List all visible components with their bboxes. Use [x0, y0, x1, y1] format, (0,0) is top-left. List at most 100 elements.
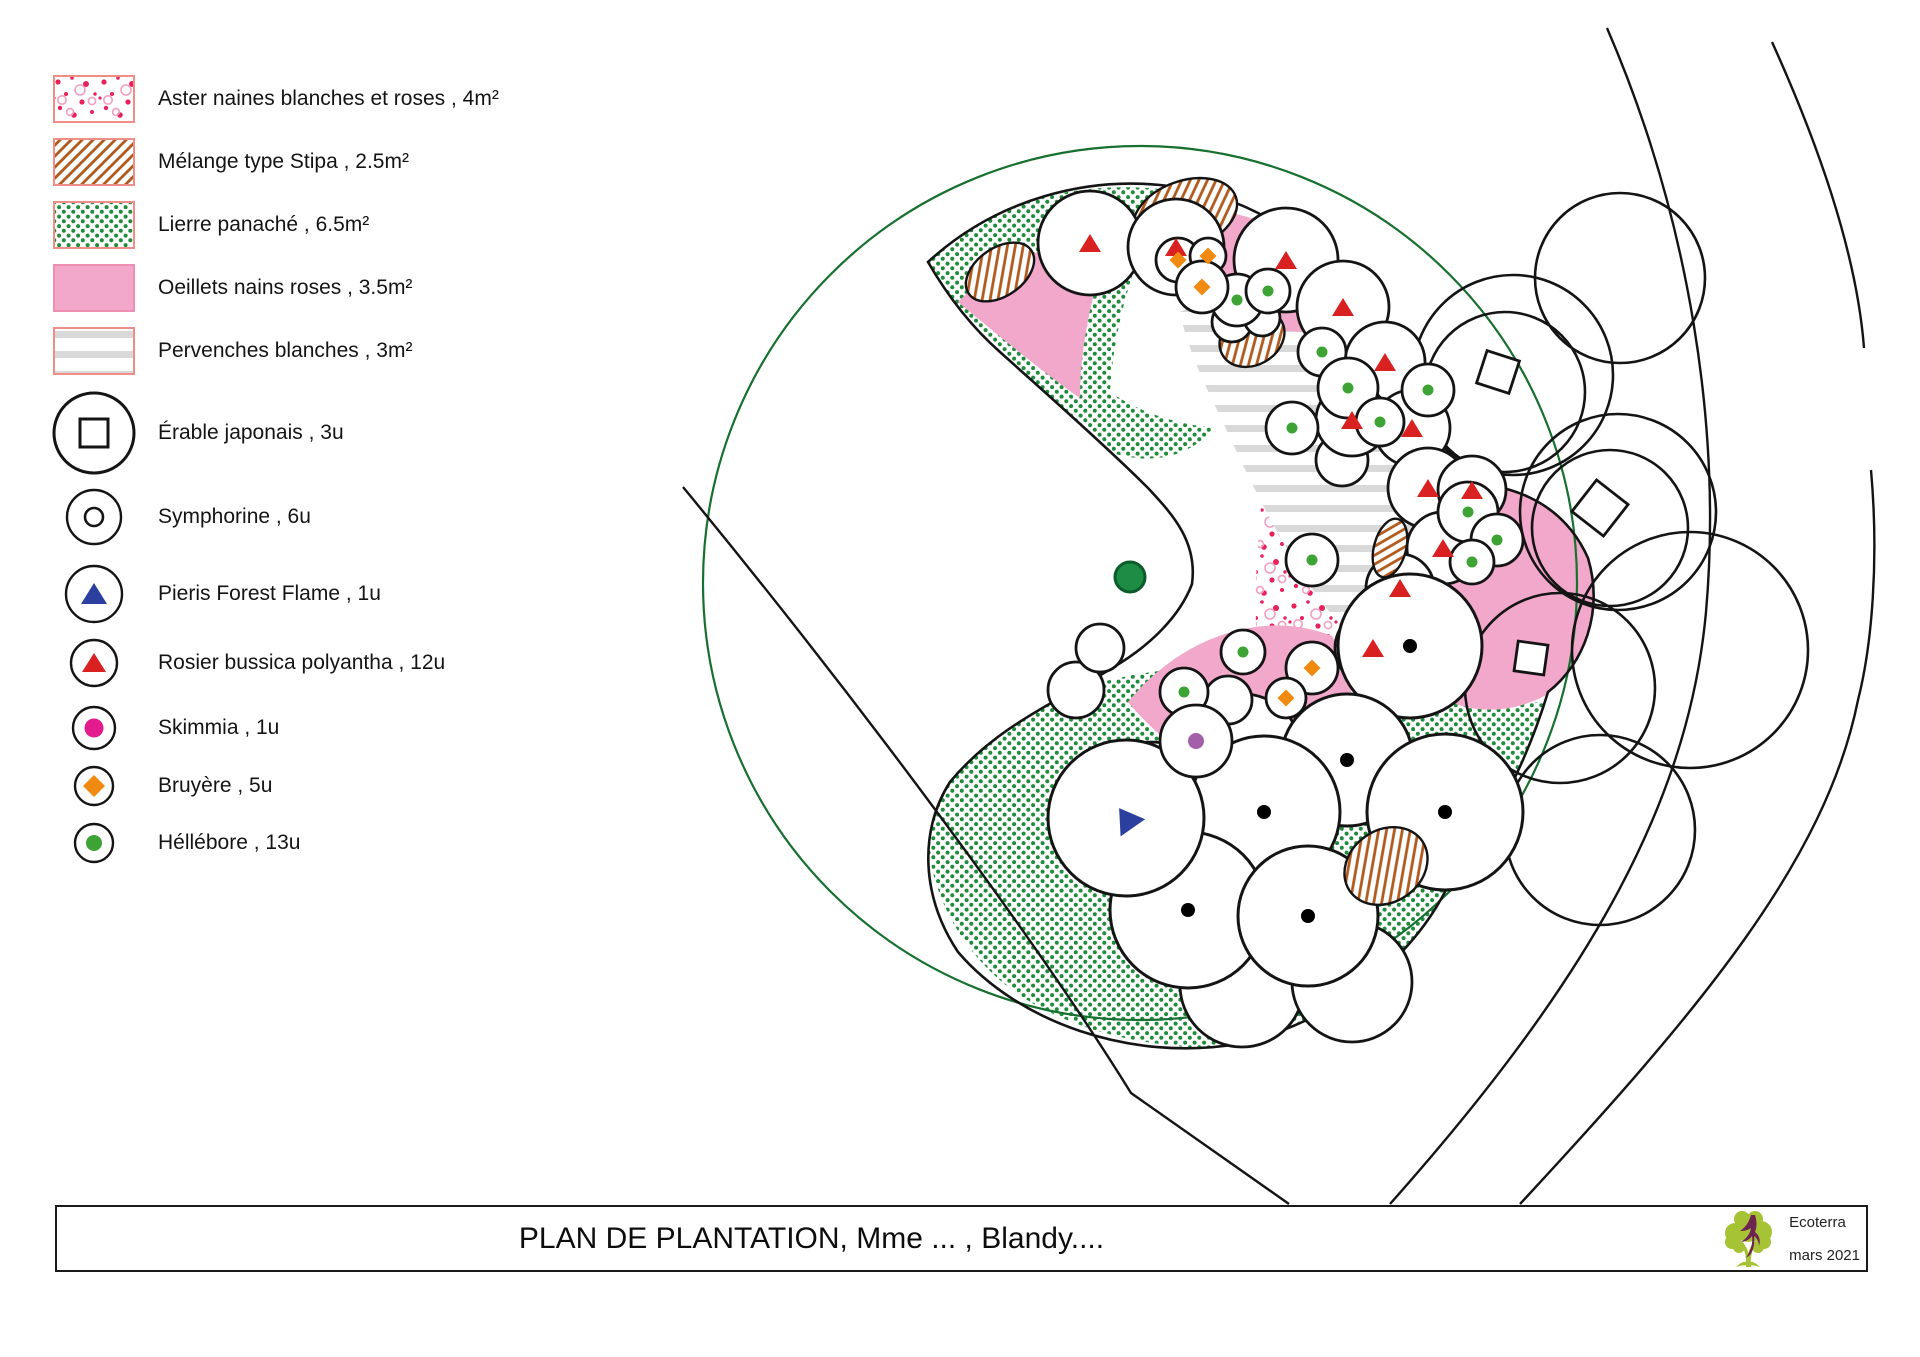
erable-symbol	[52, 391, 136, 475]
symphorine-dot-icon	[1257, 805, 1271, 819]
hellebore-dot-icon	[1491, 534, 1503, 546]
bruyere-diamond-icon	[1193, 278, 1211, 296]
plant-circle	[1046, 660, 1106, 720]
rosier-triangle-icon	[1417, 479, 1439, 497]
rosier-triangle-icon	[1374, 353, 1396, 371]
site-boundary-line	[1519, 469, 1876, 1205]
rosier-triangle-icon	[1461, 481, 1483, 499]
brand-block: Ecoterra mars 2021	[1717, 1208, 1860, 1269]
legend-item-lierre: Lierre panaché , 6.5m²	[52, 200, 369, 250]
legend-label: Skimmia , 1u	[158, 716, 280, 739]
legend-label: Symphorine , 6u	[158, 505, 311, 528]
symphorine-dot-icon	[1403, 639, 1417, 653]
skimmia-symbol	[71, 705, 117, 751]
rosier-triangle-icon	[1362, 639, 1384, 657]
legend-item-erable: Érable japonais , 3u	[52, 389, 344, 477]
symphorine-dot-icon	[1340, 753, 1354, 767]
symphorine-symbol	[65, 488, 123, 546]
stipa-swatch	[53, 138, 135, 186]
legend-item-aster: Aster naines blanches et roses , 4m²	[52, 74, 499, 124]
stipa-patch	[1343, 825, 1429, 907]
legend-item-hellebore: Héllébore , 13u	[52, 820, 300, 866]
hellebore-symbol	[73, 822, 115, 864]
hellebore-dot-icon	[1466, 556, 1478, 568]
legend-item-pervenches: Pervenches blanches , 3m²	[52, 326, 412, 376]
legend-label: Mélange type Stipa , 2.5m²	[158, 150, 409, 173]
lierre-swatch	[53, 201, 135, 249]
site-boundary-green-circle	[701, 144, 1579, 1022]
rosier-triangle-icon	[1401, 419, 1423, 437]
legend-label: Pervenches blanches , 3m²	[158, 339, 413, 362]
stipa-patches-over	[1343, 517, 1429, 907]
hellebore-dot-icon	[1286, 422, 1298, 434]
site-boundary-line	[1389, 27, 1712, 1205]
legend-item-pieris: Pieris Forest Flame , 1u	[52, 562, 381, 626]
bruyere-diamond-icon	[1303, 659, 1321, 677]
pieris-symbol	[64, 564, 124, 624]
rosier-triangle-icon	[1165, 238, 1187, 256]
rosier-triangle-icon	[1332, 298, 1354, 316]
site-boundary-line	[682, 486, 1290, 1205]
hellebore-dot-icon	[1237, 646, 1249, 658]
rosier-triangle-icon	[1275, 251, 1297, 269]
rosier-triangle-icon	[1079, 234, 1101, 252]
hellebore-dot-icon	[1342, 382, 1354, 394]
erable-square-icon	[1474, 348, 1522, 396]
legend-item-stipa: Mélange type Stipa , 2.5m²	[52, 137, 409, 187]
stipa-patch	[964, 241, 1036, 303]
ecoterra-tree-logo-icon	[1725, 1210, 1773, 1267]
existing-tree-dot	[1113, 560, 1147, 594]
brand-date: mars 2021	[1789, 1246, 1860, 1264]
title-bar: PLAN DE PLANTATION, Mme ... , Blandy....…	[55, 1205, 1868, 1272]
stipa-patch	[1371, 517, 1409, 579]
canopy-circle	[1533, 191, 1707, 365]
hellebore-dot-icon	[1306, 554, 1318, 566]
skimmia-dot-icon	[1188, 733, 1204, 749]
bruyere-diamond-icon	[1169, 251, 1187, 269]
canopy-circle	[1518, 412, 1718, 612]
hellebore-dot-icon	[1231, 294, 1243, 306]
hellebore-dot-icon	[1462, 506, 1474, 518]
symphorine-dot-icon	[1438, 805, 1452, 819]
bruyere-symbol	[73, 765, 115, 807]
swallow-bird-icon	[1740, 1214, 1760, 1258]
legend-label: Pieris Forest Flame , 1u	[158, 582, 381, 605]
symphorine-dot-icon	[1181, 903, 1195, 917]
legend-label: Lierre panaché , 6.5m²	[158, 213, 370, 236]
plant-markers	[1079, 234, 1631, 923]
aster-swatch	[53, 75, 135, 123]
erable-square-icon	[1512, 639, 1550, 677]
rosier-symbol	[69, 638, 119, 688]
legend-item-symphorine: Symphorine , 6u	[52, 486, 311, 548]
bruyere-diamond-icon	[1277, 689, 1295, 707]
pieris-triangle-icon	[1119, 808, 1146, 837]
legend-label: Bruyère , 5u	[158, 774, 273, 797]
pervenches-swatch	[53, 327, 135, 375]
page-title: PLAN DE PLANTATION, Mme ... , Blandy....	[518, 1221, 1105, 1255]
site-boundary-line	[1770, 41, 1866, 349]
legend-item-rosier: Rosier bussica polyantha , 12u	[52, 636, 445, 690]
hellebore-dot-icon	[1422, 384, 1434, 396]
legend-label: Rosier bussica polyantha , 12u	[158, 651, 446, 674]
canopy-circle	[1570, 530, 1810, 770]
legend-label: Aster naines blanches et roses , 4m²	[158, 87, 499, 110]
canopy-circle	[1503, 733, 1697, 927]
bruyere-diamond-icon	[1199, 247, 1217, 265]
legend-label: Érable japonais , 3u	[158, 421, 344, 444]
hellebore-dot-icon	[1262, 285, 1274, 297]
legend-label: Héllébore , 13u	[158, 831, 301, 854]
hellebore-dot-icon	[1316, 346, 1328, 358]
symphorine-dot-icon	[1301, 909, 1315, 923]
rosier-triangle-icon	[1341, 411, 1363, 429]
legend-item-oeillets: Oeillets nains roses , 3.5m²	[52, 263, 412, 313]
hellebore-dot-icon	[1374, 416, 1386, 428]
legend-item-skimmia: Skimmia , 1u	[52, 703, 279, 753]
rosier-triangle-icon	[1389, 579, 1411, 597]
plant-circle	[1074, 622, 1126, 674]
oeillets-swatch	[53, 264, 135, 312]
erable-square-icon	[1569, 477, 1631, 539]
site-boundary-lines	[682, 27, 1876, 1205]
legend-label: Oeillets nains roses , 3.5m²	[158, 276, 413, 299]
hellebore-dot-icon	[1178, 686, 1190, 698]
